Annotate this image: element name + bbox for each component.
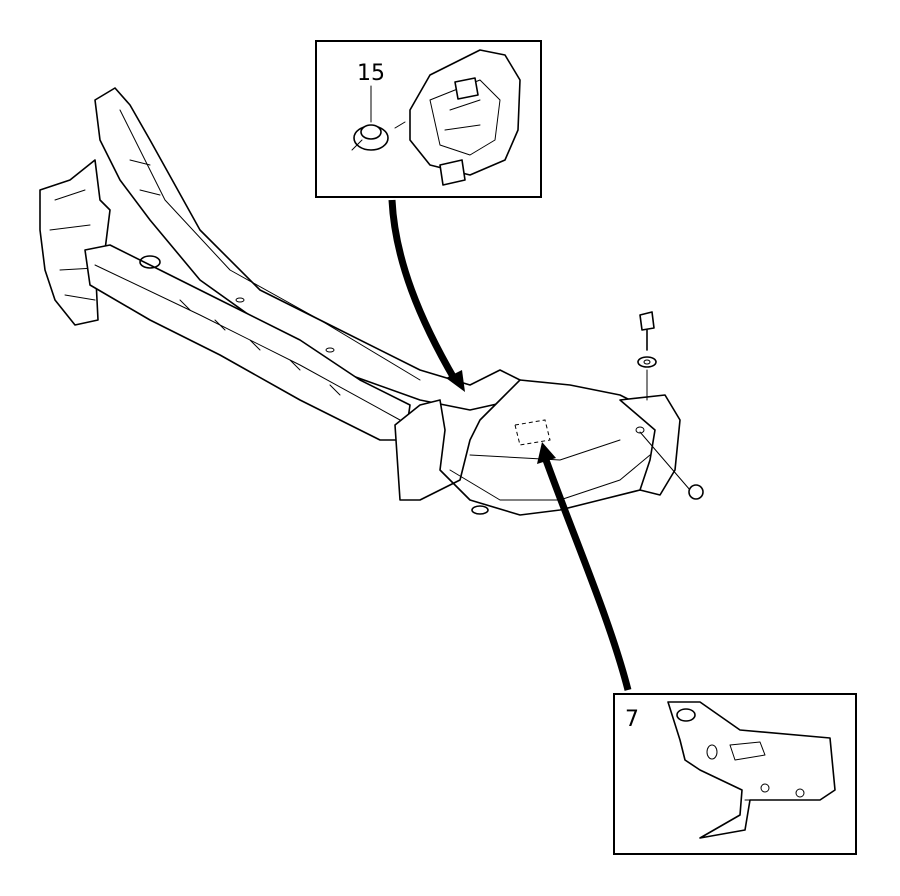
mounting-bracket [394,49,521,186]
leader-arrow-bottom [537,442,632,691]
nut [639,431,704,500]
callout-label-7: 7 [625,707,639,732]
detail-callout-top: 15 [315,40,542,198]
leader-arrow-top [388,199,465,392]
bolt-and-washer [637,311,657,401]
callout-label-15: 15 [357,61,385,86]
detail-callout-bottom: 7 [613,693,857,855]
bracket-part [667,701,836,839]
front-crossmember-assembly [39,87,681,516]
flange-nut [351,124,389,151]
